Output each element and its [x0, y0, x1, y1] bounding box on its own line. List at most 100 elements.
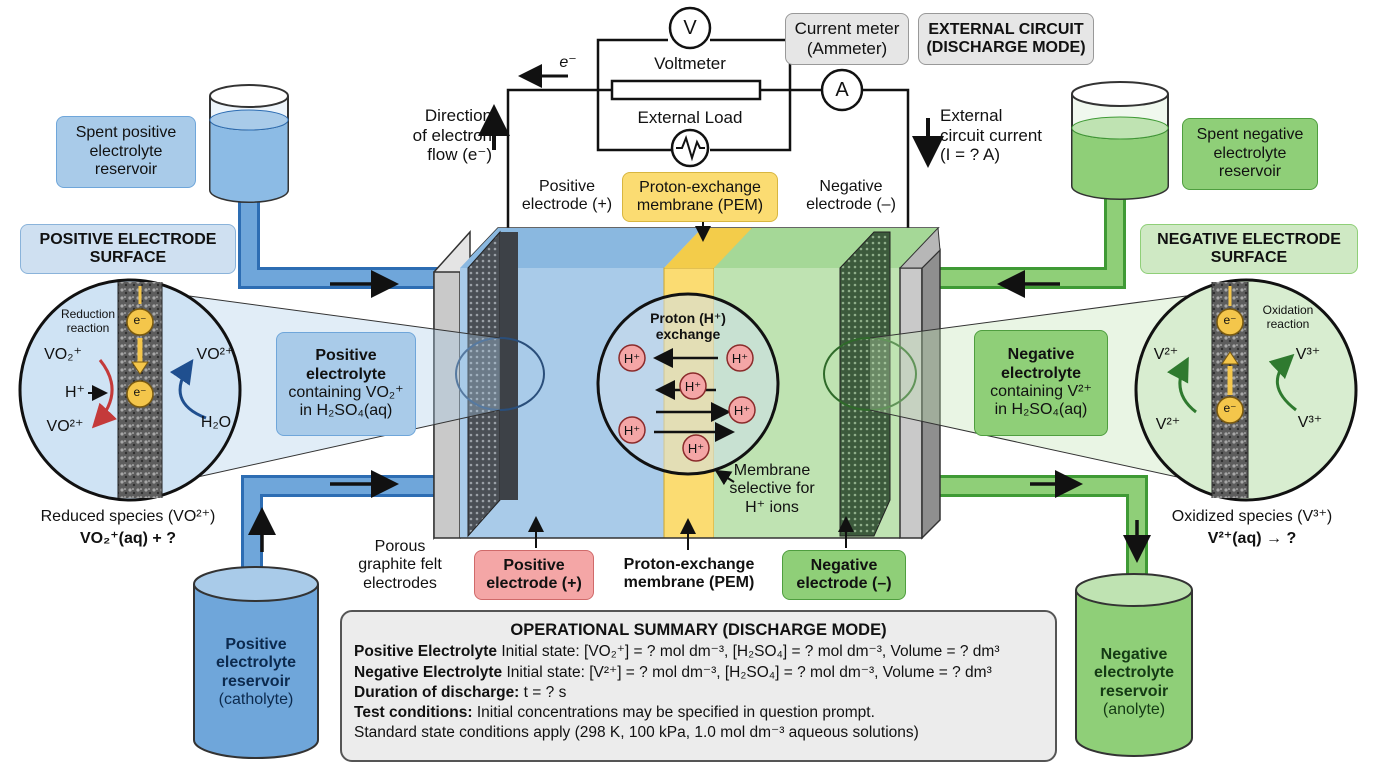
- positive-electrode-top-label: Positive electrode (+): [512, 178, 622, 215]
- reduction-label: Reduction reaction: [52, 307, 124, 336]
- neg-electrode-bottom-line1: Negative: [810, 556, 878, 574]
- summary-duration-row: Duration of discharge: t = ? s: [354, 683, 1043, 703]
- pem-bottom-line2: membrane (PEM): [623, 574, 755, 592]
- summary-standard-row: Standard state conditions apply (298 K, …: [354, 724, 919, 741]
- summary-negative-row: Negative Electrolyte Initial state: [V²⁺…: [354, 663, 1043, 683]
- spent-positive-line2: electrolyte: [89, 142, 163, 160]
- external-load-label: External Load: [637, 108, 743, 127]
- electron-label-left-top: e⁻: [133, 313, 147, 327]
- voltmeter-label: Voltmeter: [654, 54, 726, 73]
- positive-reservoir-label: Positive electrolyte reservoir (catholyt…: [196, 636, 316, 710]
- ammeter-icon: [820, 68, 864, 112]
- summary-positive-text: Initial state: [VO₂⁺] = ? mol dm⁻³, [H₂S…: [497, 643, 1000, 661]
- direction-line3: flow (e⁻): [427, 145, 492, 165]
- summary-test-label: Test conditions:: [354, 703, 473, 721]
- species-vo2-2plus-right: VO²⁺: [196, 346, 234, 363]
- positive-electrode-bottom-box: Positive electrode (+): [474, 550, 594, 600]
- pem-top-line1: Proton-exchange: [639, 178, 761, 196]
- proton-ion-circle: [728, 396, 756, 424]
- pos-electrode-top-line2: electrode (+): [521, 196, 613, 214]
- summary-positive-label: Positive Electrolyte: [354, 643, 498, 661]
- summary-title: OPERATIONAL SUMMARY (DISCHARGE MODE): [510, 621, 887, 639]
- proton-exchange-line1: Proton (H⁺): [650, 310, 726, 326]
- porous-line1: Porous: [374, 538, 426, 555]
- oxidation-line1: Oxidation: [1262, 303, 1314, 317]
- proton-exchange-line2: exchange: [655, 326, 721, 343]
- external-circuit-line2: (DISCHARGE MODE): [926, 39, 1086, 56]
- external-circuit-line1: EXTERNAL CIRCUIT: [928, 20, 1084, 38]
- species-water: H₂O: [200, 414, 232, 431]
- spent-negative-line1: Spent negative: [1196, 126, 1304, 144]
- oxidation-label: Oxidation reaction: [1250, 303, 1326, 332]
- negative-surface-title-line1: NEGATIVE ELECTRODE: [1157, 230, 1341, 248]
- negative-electrolyte-line2: electrolyte: [1000, 364, 1082, 382]
- summary-test-row: Test conditions: Initial concentrations …: [354, 703, 1043, 723]
- electron-label-right-bottom: e⁻: [1223, 401, 1237, 415]
- voltmeter-icon: [668, 6, 712, 50]
- species-vo2plus: VO₂⁺: [44, 346, 82, 363]
- reduction-line1: Reduction: [60, 307, 116, 321]
- reduction-line2: reaction: [66, 320, 110, 335]
- membrane-selective-line1: Membrane: [733, 462, 811, 479]
- negative-reservoir-sub: (anolyte): [1102, 701, 1166, 719]
- proton-ion-circle: [618, 416, 646, 444]
- proton-ion-label: H⁺: [732, 351, 748, 366]
- electron-label-right-top: e⁻: [1223, 313, 1237, 327]
- current-meter-line2: (Ammeter): [806, 39, 888, 58]
- positive-electrolyte-line1: Positive: [315, 347, 377, 365]
- voltmeter-symbol: V: [683, 17, 697, 39]
- oxidation-line2: reaction: [1266, 316, 1310, 331]
- species-hplus: H⁺: [65, 384, 85, 401]
- summary-negative-label: Negative Electrolyte: [354, 663, 503, 681]
- reduced-species-label: Reduced species (VO²⁺): [40, 508, 216, 525]
- negative-electrolyte-line1: Negative: [1007, 346, 1075, 364]
- species-v2-top: V²⁺: [1153, 346, 1179, 363]
- proton-ion-label: H⁺: [685, 379, 701, 394]
- positive-reservoir-line2: electrolyte: [215, 654, 297, 672]
- current-line2: circuit current: [940, 125, 1043, 145]
- positive-electrolyte-box: Positive electrolyte containing VO₂⁺ in …: [276, 332, 416, 436]
- positive-electrolyte-solvent: in H₂SO₄(aq): [299, 402, 393, 420]
- species-vo2-2plus-bottom: VO²⁺: [46, 418, 84, 435]
- positive-surface-title-line1: POSITIVE ELECTRODE: [39, 230, 217, 248]
- membrane-selective-line2: selective for: [729, 480, 815, 498]
- spent-negative-line2: electrolyte: [1213, 144, 1287, 162]
- positive-surface-title-line2: SURFACE: [89, 249, 167, 266]
- negative-reservoir-label: Negative electrolyte reservoir (anolyte): [1076, 646, 1192, 720]
- electron-symbol: e⁻: [559, 54, 577, 71]
- negative-reservoir-line1: Negative: [1100, 646, 1168, 663]
- summary-test-text: Initial concentrations may be specified …: [472, 703, 875, 721]
- spent-negative-line3: reservoir: [1218, 163, 1282, 181]
- oxidized-species-label: Oxidized species (V³⁺): [1171, 508, 1333, 525]
- proton-ion-label: H⁺: [688, 441, 704, 456]
- membrane-selective-line3: H⁺ ions: [745, 498, 799, 516]
- proton-ion-label: H⁺: [624, 423, 640, 438]
- positive-electrode-surface-detail: [18, 278, 242, 502]
- negative-electrolyte-containing: containing V²⁺: [990, 383, 1092, 400]
- proton-ions: H⁺H⁺H⁺H⁺H⁺H⁺: [618, 344, 756, 462]
- electron-label-left-bottom: e⁻: [133, 385, 147, 399]
- reduced-equation: VO₂⁺(aq) + ?: [79, 530, 176, 547]
- negative-reservoir-line2: electrolyte: [1093, 664, 1175, 682]
- neg-electrode-bottom-line2: electrode (–): [796, 575, 892, 592]
- neg-electrode-top-line2: electrode (–): [806, 196, 896, 214]
- summary-duration-text: t = ? s: [519, 683, 567, 701]
- proton-ion-circle: [726, 344, 754, 372]
- pem-top-box: Proton-exchange membrane (PEM): [622, 172, 778, 222]
- reservoir-positive: [193, 566, 319, 759]
- current-meter-line1: Current meter: [794, 19, 900, 39]
- negative-electrolyte-solvent: in H₂SO₄(aq): [994, 401, 1088, 419]
- resistor-icon: [610, 79, 762, 101]
- current-meter-box: Current meter (Ammeter): [785, 13, 909, 65]
- reservoir-negative: [1075, 573, 1193, 757]
- positive-reservoir-line1: Positive: [225, 636, 287, 653]
- species-v3-bottom: V³⁺: [1297, 414, 1323, 431]
- pem-top-line2: membrane (PEM): [636, 197, 764, 214]
- positive-reservoir-sub: (catholyte): [218, 691, 294, 709]
- negative-surface-title-line2: SURFACE: [1210, 249, 1288, 266]
- operational-summary-box: OPERATIONAL SUMMARY (DISCHARGE MODE) Pos…: [340, 610, 1057, 762]
- species-v2-bottom: V²⁺: [1155, 416, 1181, 433]
- negative-electrode-surface-title: NEGATIVE ELECTRODE SURFACE: [1140, 224, 1358, 274]
